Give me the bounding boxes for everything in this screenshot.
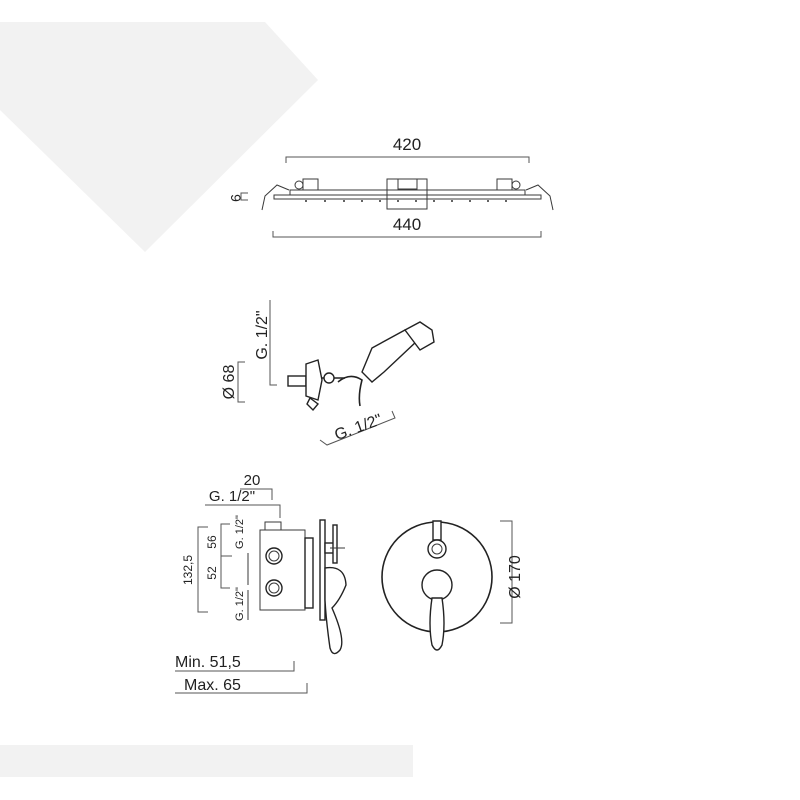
dim-440: 440 (393, 215, 421, 234)
dim-thread-hose: G. 1/2" (332, 411, 384, 444)
dim-max-depth: Max. 65 (184, 677, 241, 694)
mixer-side-drawing: 20 G. 1/2" 132,5 56 52 G. 1/2" G. 1/2" M… (175, 472, 347, 694)
dim-9: 9 (228, 194, 244, 202)
dim-min-depth: Min. 51,5 (175, 654, 241, 671)
dim-132-5: 132,5 (181, 555, 195, 585)
hand-shower-drawing: G. 1/2" Ø 68 G. 1/2" (221, 300, 435, 446)
dim-56: 56 (205, 535, 219, 549)
nozzle-row (305, 200, 507, 202)
dim-thread-lower: G. 1/2" (234, 587, 246, 621)
dim-diameter-170: Ø 170 (507, 555, 524, 599)
dim-52: 52 (205, 566, 219, 580)
dim-thread-upper: G. 1/2" (234, 515, 246, 549)
dim-420: 420 (393, 135, 421, 154)
dim-thread-top: G. 1/2" (209, 488, 255, 505)
dim-diameter-68: Ø 68 (221, 365, 238, 400)
background-bar-bottom (0, 745, 413, 777)
background-shape-top (0, 22, 318, 252)
mixer-front-drawing: Ø 170 (381, 520, 524, 651)
dim-thread-vertical: G. 1/2" (254, 310, 271, 359)
shower-head-drawing: 420 440 9 (228, 135, 554, 238)
dim-20: 20 (244, 472, 261, 489)
